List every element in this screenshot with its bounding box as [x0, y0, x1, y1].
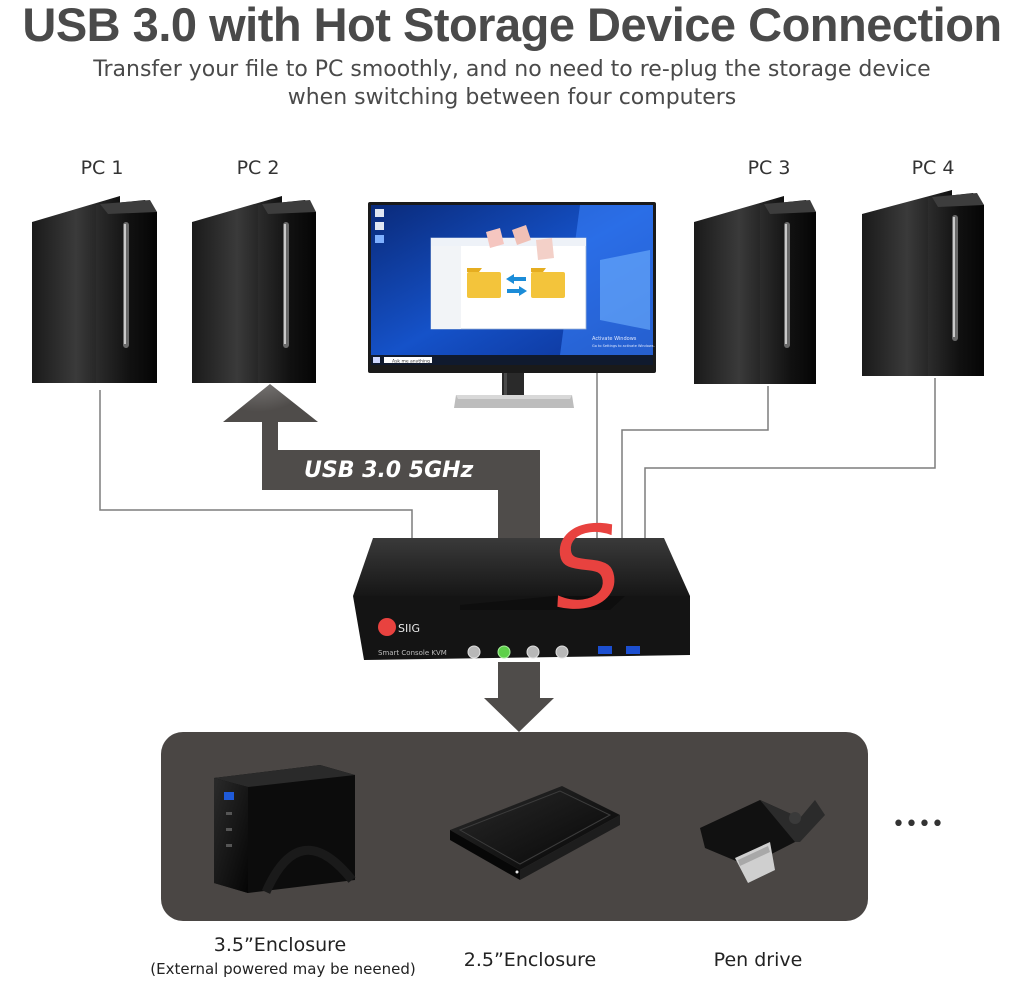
folder-icon-right [531, 268, 565, 298]
monitor-search-text: Ask me anything [392, 359, 430, 365]
cable-pc1 [99, 390, 413, 540]
subtitle-line-1: Transfer your file to PC smoothly, and n… [93, 57, 931, 82]
cable-pc3 [621, 386, 769, 540]
enclosure-35-image [214, 765, 356, 894]
pc4-tower [862, 190, 984, 376]
cable-pc4 [644, 378, 936, 540]
flying-document-1 [486, 228, 504, 248]
flying-document-2 [512, 225, 531, 245]
pc1-tower [32, 196, 157, 383]
pendrive-label: Pen drive [713, 949, 803, 971]
subtitle-line-2: when switching between four computers [287, 85, 737, 110]
monitor-watermark-1: Activate Windows [592, 336, 637, 342]
flying-document-3 [536, 238, 554, 260]
usb-arrow-down [484, 662, 554, 732]
pc3-label: PC 3 [747, 157, 791, 179]
monitor-watermark-2: Go to Settings to activate Windows. [592, 344, 655, 348]
cables [99, 368, 936, 540]
pc3-tower [694, 196, 816, 384]
enclosure-35-label: 3.5”Enclosure [213, 934, 347, 956]
page-title: USB 3.0 with Hot Storage Device Connecti… [22, 0, 1002, 51]
kvm-button-1 [467, 645, 481, 659]
kvm-usb-port-1 [598, 646, 612, 654]
pc4-label: PC 4 [911, 157, 955, 179]
kvm-brand: SIIG [398, 622, 420, 635]
kvm-button-2-active [497, 645, 511, 659]
pendrive-image [700, 800, 825, 883]
folder-icon-left [467, 268, 501, 298]
more-devices-indicator: •••• [892, 812, 944, 837]
enclosure-25-label: 2.5”Enclosure [463, 949, 597, 971]
pc1-label: PC 1 [80, 157, 124, 179]
desktop-icons [375, 209, 384, 243]
pc2-tower [192, 196, 316, 383]
transfer-arrows-icon [506, 274, 527, 296]
kvm-button-3 [526, 645, 540, 659]
siig-logo-icon [378, 618, 396, 636]
usb-arrow-up [223, 384, 540, 560]
enclosure-35-note: (External powered may be neened) [150, 960, 416, 978]
enclosure-25-image [450, 786, 620, 880]
kvm-switch: S SIIG Smart Console KVM [353, 500, 690, 660]
kvm-usb-port-2 [626, 646, 640, 654]
monitor: Ask me anything Activate Windows Go to S… [368, 202, 656, 408]
kvm-model: Smart Console KVM [378, 649, 447, 657]
usb-arrow-label: USB 3.0 5GHz [304, 458, 474, 483]
kvm-button-4 [555, 645, 569, 659]
